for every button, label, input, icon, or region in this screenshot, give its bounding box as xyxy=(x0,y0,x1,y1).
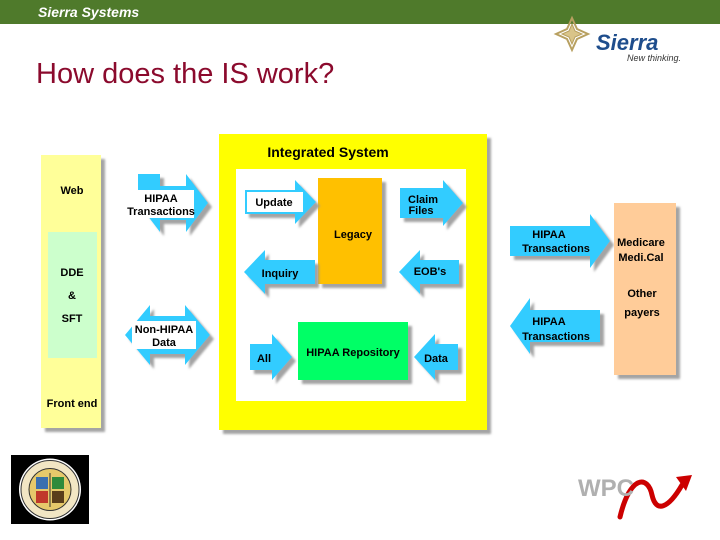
data-arrow: Data xyxy=(414,334,458,380)
front-end-web: Web xyxy=(60,185,83,197)
front-end-sft: SFT xyxy=(62,313,83,325)
slide-title: How does the IS work? xyxy=(36,58,335,90)
hipaa-repository-label: HIPAA Repository xyxy=(306,347,400,359)
county-seal-logo xyxy=(11,455,89,524)
sierra-logo-tagline: New thinking. xyxy=(627,53,682,63)
right-in-line2: Transactions xyxy=(522,331,590,343)
hipaa-transactions-arrow-left: HIPAA Transactions xyxy=(127,174,208,232)
all-arrow: All xyxy=(250,334,292,380)
left-arrow-hipaa-line1: HIPAA xyxy=(144,193,177,205)
left-arrow-hipaa-line2: Transactions xyxy=(127,206,195,218)
payers-label: payers xyxy=(624,307,659,319)
front-end-amp: & xyxy=(68,290,76,302)
payers-medical: Medi.Cal xyxy=(618,252,663,264)
claim-files-arrow: Claim Files xyxy=(400,180,463,226)
eobs-label: EOB's xyxy=(414,266,447,278)
hipaa-transactions-out-arrow: HIPAA Transactions xyxy=(510,214,610,268)
header-bar xyxy=(0,0,720,24)
brand-name: Sierra Systems xyxy=(38,4,140,20)
compass-icon xyxy=(553,15,591,53)
front-end-label: Front end xyxy=(47,398,98,410)
payers-medicare: Medicare xyxy=(617,237,665,249)
integrated-system-title: Integrated System xyxy=(267,144,388,160)
right-out-line1: HIPAA xyxy=(532,229,565,241)
front-end-dde: DDE xyxy=(60,267,83,279)
payers-box: Medicare Medi.Cal Other payers xyxy=(614,203,676,375)
integrated-system-box: Integrated System Legacy Update Claim Fi… xyxy=(219,134,487,430)
wpc-logo-text: WPC xyxy=(578,475,634,502)
data-label: Data xyxy=(424,353,449,365)
non-hipaa-data-arrow-left: Non-HIPAA Data xyxy=(125,305,210,365)
right-in-line1: HIPAA xyxy=(532,316,565,328)
inquiry-arrow: Inquiry xyxy=(244,250,315,294)
sierra-logo-word: Sierra xyxy=(596,30,659,55)
right-out-line2: Transactions xyxy=(522,243,590,255)
update-arrow: Update xyxy=(245,180,316,224)
hipaa-repository-box xyxy=(298,322,408,380)
inquiry-label: Inquiry xyxy=(262,268,300,280)
all-label: All xyxy=(257,353,271,365)
eobs-arrow: EOB's xyxy=(399,250,459,294)
wpc-logo xyxy=(617,475,692,520)
front-end-column: Web DDE & SFT Front end xyxy=(41,155,101,428)
update-label: Update xyxy=(255,197,292,209)
claim-files-line1: Claim xyxy=(408,194,438,206)
hipaa-transactions-in-arrow: HIPAA Transactions xyxy=(510,298,600,354)
legacy-label: Legacy xyxy=(334,229,373,241)
legacy-box xyxy=(318,178,382,284)
sierra-logo xyxy=(553,15,591,53)
payers-other: Other xyxy=(627,288,657,300)
left-arrow-nonhipaa-line2: Data xyxy=(152,337,177,349)
left-arrow-nonhipaa-line1: Non-HIPAA xyxy=(135,324,194,336)
front-end-dde-panel xyxy=(48,232,97,358)
claim-files-line2: Files xyxy=(408,205,433,217)
